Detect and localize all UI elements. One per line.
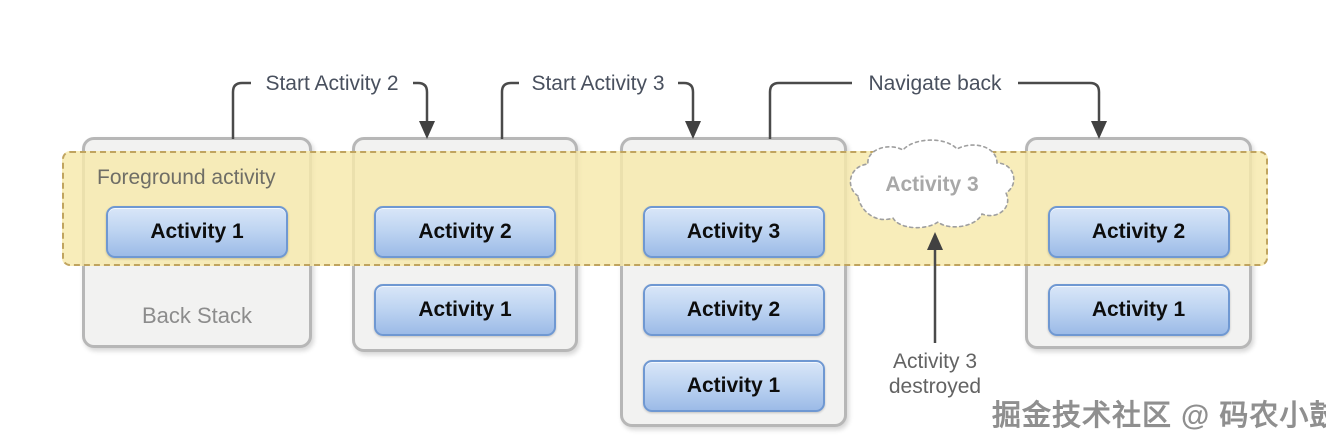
activity-1-button: Activity 1 [374,284,556,336]
activity-2-button: Activity 2 [642,284,825,336]
watermark: 掘金技术社区 @ 码农小鼓匠 [992,400,1326,432]
task-stack-1: Foreground activity Activity 1 Back Stac… [82,137,312,348]
activity-1-button: Activity 1 [642,360,825,412]
activity-3-button: Activity 3 [642,206,825,258]
activity-2-button: Activity 2 [374,206,556,258]
destroyed-activity-cloud-label: Activity 3 [885,173,979,196]
navigate-back-label: Navigate back [868,72,1002,95]
start-activity-2-label: Start Activity 2 [265,72,399,95]
activity-1-button: Activity 1 [1047,284,1230,336]
activity-destroyed-caption: Activity 3 destroyed [857,349,1013,399]
activity-destroyed-line2: destroyed [888,375,982,398]
activity-2-button: Activity 2 [1047,206,1230,258]
start-activity-3-label: Start Activity 3 [531,72,665,95]
foreground-activity-label: Foreground activity [97,166,276,189]
back-stack-label: Back Stack [141,303,253,328]
activity-destroyed-line1: Activity 3 [892,350,978,373]
activity-1-button: Activity 1 [106,206,288,258]
